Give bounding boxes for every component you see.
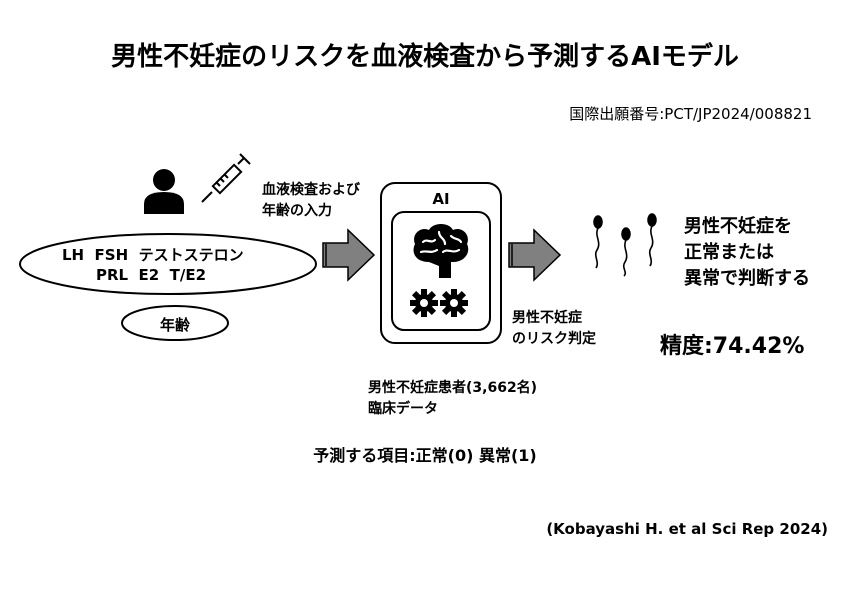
hormones-line1: LH FSH テストステロン — [62, 246, 244, 264]
input-caption-line1: 血液検査および — [262, 182, 360, 198]
training-data-line1: 男性不妊症患者(3,662名) — [368, 380, 538, 396]
person-icon — [144, 169, 184, 214]
gears-icon — [410, 289, 468, 317]
result-text: 男性不妊症を 正常または 異常で判断する — [684, 214, 810, 292]
ai-label: AI — [432, 190, 450, 208]
result-line1: 男性不妊症を — [684, 216, 792, 237]
arrow-input-to-ai — [322, 228, 376, 282]
prediction-items: 予測する項目:正常(0) 異常(1) — [313, 446, 537, 465]
risk-judgment-line2: のリスク判定 — [512, 331, 596, 347]
hormones-line2: PRL E2 T/E2 — [96, 266, 207, 284]
risk-judgment-line1: 男性不妊症 — [512, 310, 582, 326]
sperm-icon — [593, 213, 657, 277]
hormones-ellipse — [19, 233, 317, 295]
brain-icon — [413, 224, 469, 278]
patent-number: 国際出願番号:PCT/JP2024/008821 — [569, 105, 812, 123]
arrow-ai-to-result — [508, 228, 562, 282]
syringe-icon — [201, 153, 251, 203]
result-line2: 正常または — [684, 242, 774, 263]
age-label: 年齢 — [159, 316, 190, 334]
age-ellipse — [121, 305, 229, 341]
input-caption-line2: 年齢の入力 — [262, 203, 332, 219]
result-line3: 異常で判断する — [684, 268, 810, 289]
training-data: 男性不妊症患者(3,662名) 臨床データ — [368, 378, 537, 420]
training-data-line2: 臨床データ — [368, 401, 438, 417]
page-title: 男性不妊症のリスクを血液検査から予測するAIモデル — [111, 42, 739, 72]
accuracy-value: 精度:74.42% — [660, 334, 805, 359]
risk-judgment: 男性不妊症 のリスク判定 — [512, 308, 596, 350]
input-caption: 血液検査および 年齢の入力 — [262, 180, 360, 222]
citation: (Kobayashi H. et al Sci Rep 2024) — [546, 520, 828, 538]
